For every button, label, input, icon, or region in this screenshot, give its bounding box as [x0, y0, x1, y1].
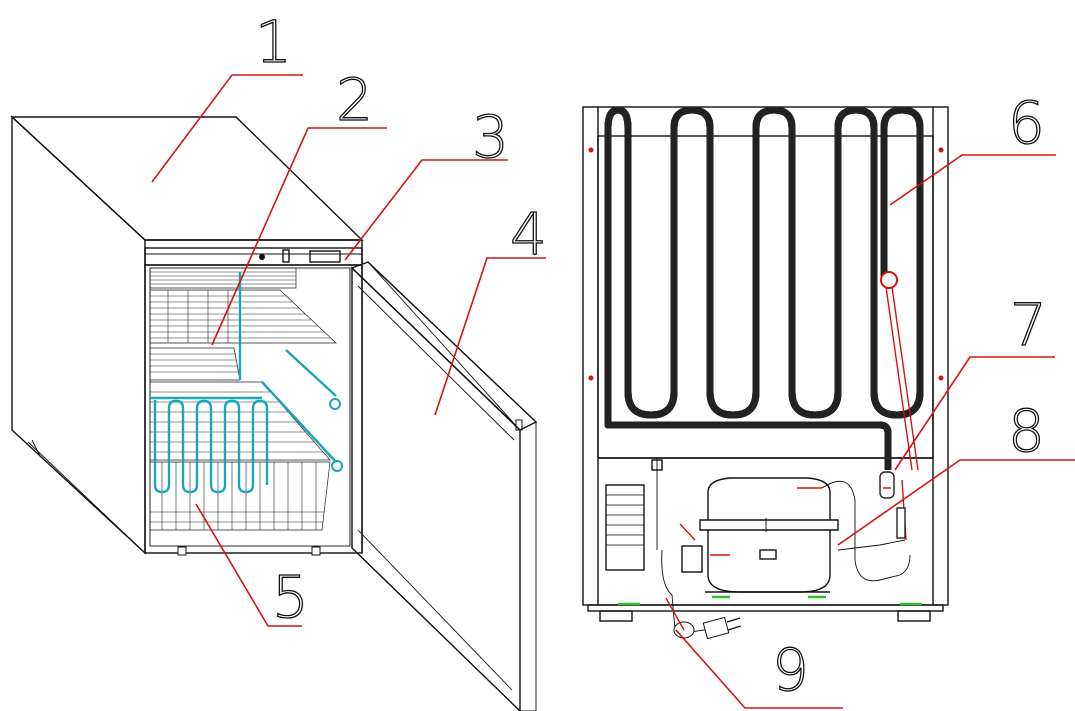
knob-icon	[259, 254, 265, 260]
leader-3	[344, 159, 508, 261]
callout-1: 1	[255, 8, 292, 76]
leader-9	[675, 629, 843, 709]
condenser-coil	[604, 106, 924, 541]
open-door	[350, 261, 538, 711]
power-cord	[665, 597, 742, 640]
leader-5	[195, 503, 302, 627]
callout-2: 2	[336, 66, 373, 134]
display-icon	[309, 250, 341, 263]
callout-5: 5	[272, 563, 309, 631]
front-view	[10, 115, 538, 711]
callout-6: 6	[1008, 89, 1045, 157]
cabinet-body	[10, 115, 364, 555]
leader-4	[434, 257, 546, 416]
callout-9: 9	[772, 636, 809, 704]
leader-1	[151, 74, 303, 183]
leader-8	[837, 459, 1075, 546]
rear-cabinet	[582, 106, 949, 622]
callout-4: 4	[510, 200, 547, 268]
callout-7: 7	[1010, 291, 1047, 359]
compressor	[699, 477, 911, 599]
filter-drier	[879, 471, 906, 539]
callout-labels: 1 2 3 4 5 6 7 8 9	[254, 7, 1047, 704]
callout-3: 3	[472, 103, 509, 171]
evaporator-coil	[150, 272, 343, 494]
control-box	[605, 458, 719, 636]
wire-shelves	[149, 267, 337, 531]
leader-lines	[151, 74, 1075, 709]
leader-6	[889, 154, 1056, 206]
leader-2	[211, 127, 387, 346]
leader-7	[894, 356, 1055, 471]
rear-view	[582, 106, 949, 640]
callout-8: 8	[1008, 397, 1045, 465]
switch-icon	[282, 249, 290, 263]
